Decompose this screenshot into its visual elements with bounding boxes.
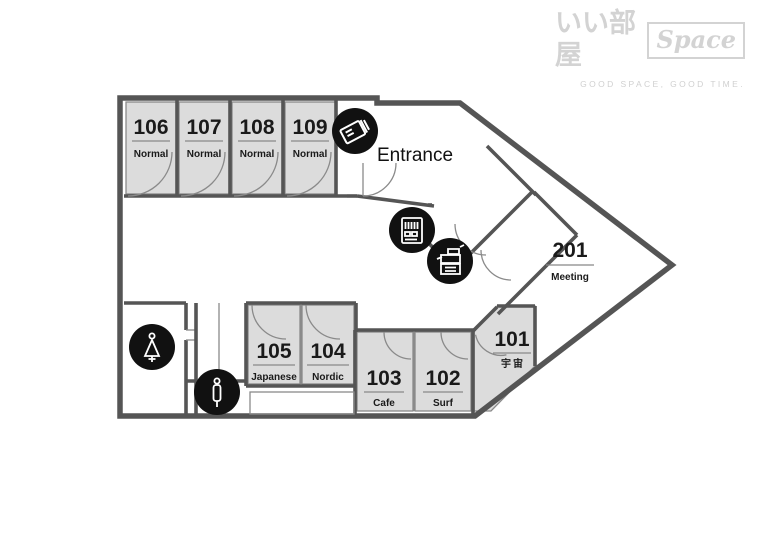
room-shape-109[interactable] <box>284 101 337 195</box>
outer-walls <box>117 95 677 419</box>
room-number-108: 108 <box>239 116 274 139</box>
room-shape-107[interactable] <box>178 101 231 195</box>
vending-machine-icon[interactable] <box>389 207 435 253</box>
room-number-103: 103 <box>366 367 401 390</box>
room-label-107: 107 Normal <box>185 116 223 160</box>
room-shape-105[interactable] <box>247 304 301 385</box>
room-shape-104[interactable] <box>301 304 355 385</box>
room-number-109: 109 <box>292 116 327 139</box>
room-name-104: Nordic <box>312 372 344 383</box>
ticket-icon[interactable] <box>332 108 378 154</box>
logo-wordmark: いい部屋 Space <box>555 8 745 72</box>
room-label-104: 104 Nordic <box>307 340 349 383</box>
room-number-107: 107 <box>186 116 221 139</box>
logo-brand-space: Space <box>647 21 745 59</box>
room-name-107: Normal <box>187 149 222 160</box>
room-number-101: 101 <box>494 328 529 351</box>
brand-logo: いい部屋 Space GOOD SPACE, GOOD TIME. <box>555 8 745 89</box>
room-label-103: 103 Cafe <box>364 367 404 409</box>
room-name-106: Normal <box>134 149 169 160</box>
room-shape-102[interactable] <box>414 331 472 412</box>
room-name-105: Japanese <box>251 372 297 383</box>
womens-restroom-icon[interactable] <box>129 324 175 370</box>
room-label-105: 105 Japanese <box>251 340 297 383</box>
printer-icon[interactable] <box>427 238 473 284</box>
room-label-101: 101 宇宙 <box>493 328 531 370</box>
room-number-104: 104 <box>310 340 345 363</box>
room-name-101: 宇宙 <box>501 357 525 370</box>
room-label-201: 201 Meeting <box>546 239 594 283</box>
room-shape-103[interactable] <box>356 331 414 412</box>
room-number-105: 105 <box>256 340 291 363</box>
entrance-label: Entrance <box>377 145 453 166</box>
room-number-106: 106 <box>133 116 168 139</box>
logo-tagline: GOOD SPACE, GOOD TIME. <box>580 79 745 89</box>
logo-brand-jp: いい部屋 <box>555 8 636 71</box>
room-label-106: 106 Normal <box>132 116 170 160</box>
room-labels: 106 Normal 107 Normal 108 Normal 109 Nor… <box>132 116 594 409</box>
room-label-109: 109 Normal <box>291 116 329 160</box>
room-name-109: Normal <box>293 149 328 160</box>
room-name-108: Normal <box>240 149 275 160</box>
room-shape-106[interactable] <box>125 101 178 195</box>
room-label-102: 102 Surf <box>423 367 463 409</box>
door-swings <box>127 151 512 360</box>
lobby-counter <box>249 391 355 415</box>
mens-restroom-icon[interactable] <box>194 369 240 415</box>
room-name-103: Cafe <box>373 398 395 409</box>
room-number-102: 102 <box>425 367 460 390</box>
room-label-108: 108 Normal <box>238 116 276 160</box>
room-name-102: Surf <box>433 398 454 409</box>
room-name-201: Meeting <box>551 272 589 283</box>
room-number-201: 201 <box>552 239 587 262</box>
